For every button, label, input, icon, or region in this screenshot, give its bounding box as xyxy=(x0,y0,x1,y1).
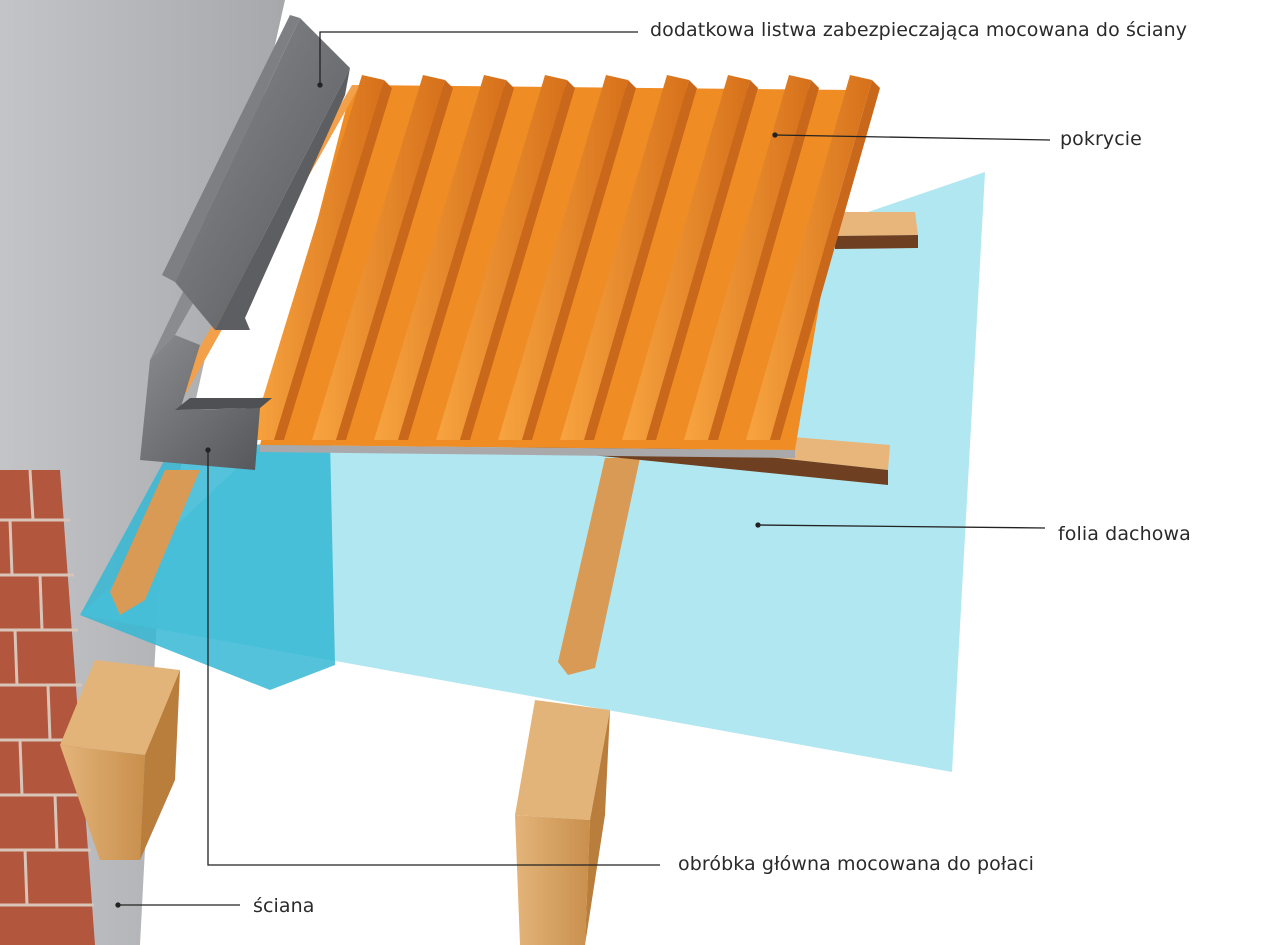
counter-batten-right xyxy=(558,458,640,675)
leader-membrane xyxy=(757,524,1046,529)
additional-flashing-strip xyxy=(162,15,350,330)
label-roofing-membrane: folia dachowa xyxy=(1058,523,1191,545)
label-main-flashing: obróbka główna mocowana do połaci xyxy=(678,853,1035,875)
covering-ridge xyxy=(374,75,506,440)
covering-ridge-shadow xyxy=(460,80,575,440)
covering-ridge-shadow xyxy=(584,80,697,440)
brick-joints xyxy=(0,469,94,907)
covering-ridge-shadow xyxy=(522,80,636,440)
leader-flashing-extra xyxy=(319,31,638,85)
rafter-right xyxy=(515,700,610,945)
covering-ridge xyxy=(312,75,445,440)
covering-ridge-shadow xyxy=(708,80,819,440)
label-covering: pokrycie xyxy=(1060,128,1142,150)
covering-ridge-shadow xyxy=(398,80,514,440)
covering-ridge xyxy=(684,75,811,440)
rafter-left xyxy=(60,660,180,860)
covering-ridge xyxy=(436,75,567,440)
leader-lines xyxy=(115,31,1051,908)
covering-ridge-shadow xyxy=(770,80,880,440)
covering-ridge xyxy=(560,75,689,440)
covering-ridges xyxy=(250,75,880,440)
covering-ridge-shadow xyxy=(274,80,392,440)
covering-ridge xyxy=(622,75,750,440)
covering-ridge xyxy=(498,75,628,440)
covering-ridge xyxy=(250,75,384,440)
counter-batten-left xyxy=(110,470,200,615)
covering-ridge xyxy=(746,75,872,440)
covering-ridge-shadow xyxy=(336,80,453,440)
label-additional-flashing: dodatkowa listwa zabezpieczająca mocowan… xyxy=(650,19,1188,41)
leader-flashing-main xyxy=(207,450,660,866)
batten-back xyxy=(835,212,918,249)
label-wall: ściana xyxy=(253,895,315,917)
covering-ridge-shadow xyxy=(646,80,758,440)
leader-covering xyxy=(774,134,1051,141)
